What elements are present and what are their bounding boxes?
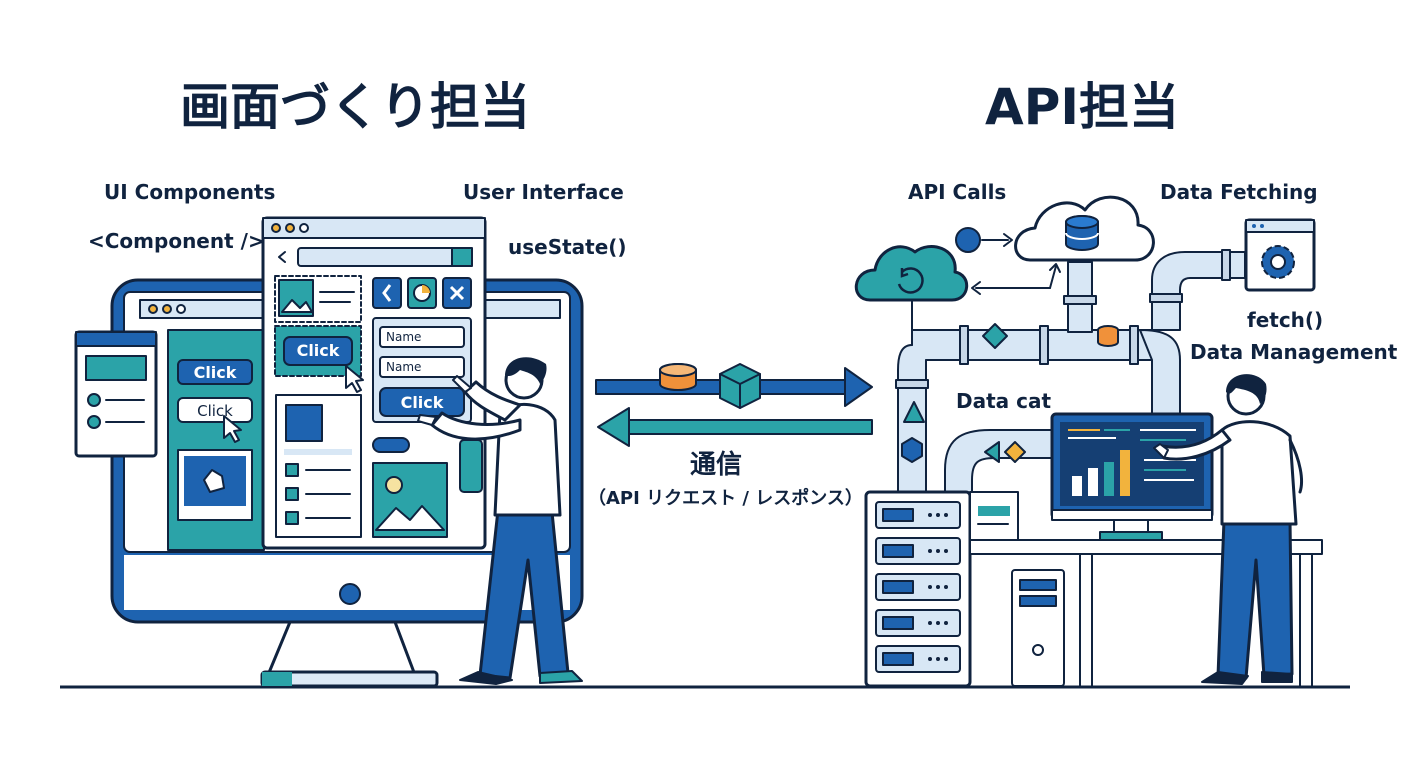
pipe-network <box>895 249 1246 501</box>
response-arrow <box>597 407 873 447</box>
click-label-2: Click <box>197 402 233 420</box>
api-calls-label: API Calls <box>908 180 1007 204</box>
cursor-icon <box>223 415 242 443</box>
settings-window <box>1244 218 1316 292</box>
cloud-database <box>1014 195 1155 262</box>
dashboard-monitor <box>1050 412 1214 541</box>
back-icon <box>278 251 286 263</box>
communication-subtitle: （API リクエスト / レスポンス） <box>588 488 863 509</box>
communication-title: 通信 <box>690 450 743 480</box>
frontend-heading: 画面づくり担当 <box>180 78 530 136</box>
url-bar[interactable] <box>297 247 473 267</box>
backend-heading: API担当 <box>985 78 1179 136</box>
use-state-label: useState() <box>508 235 627 259</box>
data-management-label: Data Management <box>1190 340 1398 364</box>
ui-components-label: UI Components <box>104 180 276 204</box>
name-label-1: Name <box>386 330 421 344</box>
data-cat-label: Data cat <box>956 389 1052 413</box>
pointer-icon <box>345 365 364 393</box>
click-button-2[interactable] <box>177 397 253 423</box>
data-fetching-label: Data Fetching <box>1160 180 1318 204</box>
chevron-left-icon <box>382 284 392 302</box>
component-card <box>74 330 158 458</box>
image-icon <box>281 299 313 313</box>
frontend-developer <box>417 357 583 685</box>
click-label-4: Click <box>401 393 444 412</box>
server-rack <box>864 490 972 688</box>
sync-icon <box>897 267 924 294</box>
browser-window <box>261 216 487 550</box>
name-label-2: Name <box>386 360 421 374</box>
click-button-3[interactable] <box>283 336 353 366</box>
fetch-label: fetch() <box>1247 308 1324 332</box>
click-button-1[interactable] <box>177 359 253 385</box>
component-tag-label: <Component /> <box>88 229 265 253</box>
close-icon <box>449 285 465 301</box>
backend-developer <box>1153 374 1304 685</box>
click-label-3: Click <box>297 341 340 360</box>
request-arrow <box>595 363 873 409</box>
user-interface-label: User Interface <box>463 180 624 204</box>
click-label-1: Click <box>194 363 237 382</box>
name-field-2[interactable] <box>379 356 465 378</box>
sync-cloud <box>854 245 969 302</box>
api-node <box>955 227 981 253</box>
prev-button[interactable] <box>372 277 402 309</box>
name-field-1[interactable] <box>379 326 465 348</box>
